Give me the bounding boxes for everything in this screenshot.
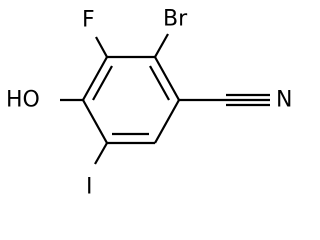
ring-bond-c5-c6 — [82, 99, 108, 144]
nitrile-group — [179, 93, 270, 107]
benzene-ring — [82, 55, 180, 145]
ring-bond-c2-c3 — [154, 56, 180, 101]
ring-double-bond-c6-c1 — [92, 65, 113, 101]
ring-bond-c3-c4 — [154, 99, 180, 144]
bond-c1-fluorine — [95, 36, 108, 58]
molecule-structure-diagram: Br F HO N I — [6, 7, 292, 200]
bond-c2-bromine — [154, 33, 169, 58]
iodine-atom-label: I — [86, 175, 93, 200]
bromine-atom-label: Br — [163, 7, 188, 32]
ring-double-bond-c2-c3 — [149, 65, 170, 101]
ring-bond-c6-c1 — [82, 56, 108, 101]
hydroxyl-group-label: HO — [6, 88, 40, 113]
bond-c5-iodine — [94, 142, 108, 165]
nitrogen-atom-label: N — [276, 88, 292, 113]
fluorine-atom-label: F — [82, 8, 95, 33]
